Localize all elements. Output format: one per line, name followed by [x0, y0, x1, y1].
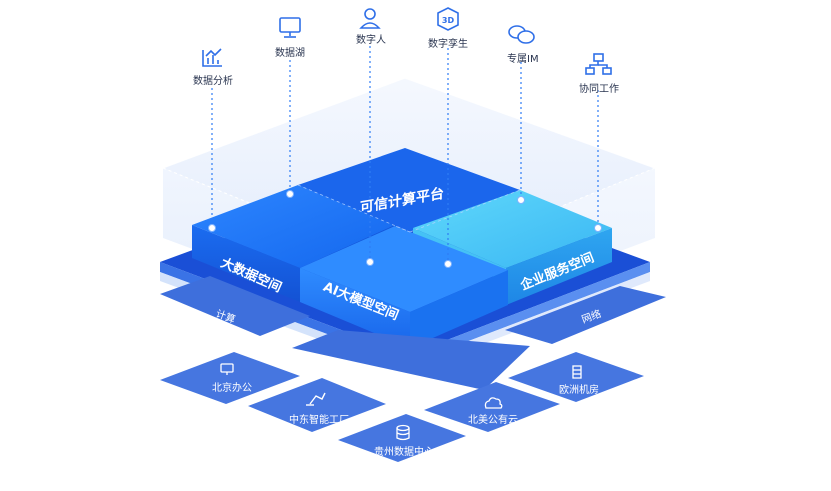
connector-dots — [208, 190, 602, 268]
network-layer — [505, 286, 666, 344]
svg-text:3D: 3D — [442, 16, 455, 25]
3d-cube-icon: 3D — [437, 7, 459, 31]
ai-model-block — [300, 226, 508, 348]
chat-bubbles-icon — [508, 25, 535, 44]
top-label-digital-human: 数字人 — [356, 35, 386, 46]
location-label-middle-east: 中东智能工厂 — [289, 415, 349, 426]
location-label-guizhou: 贵州数据中心 — [374, 447, 434, 458]
database-icon — [396, 424, 410, 441]
compute-layer — [160, 276, 310, 336]
location-label-beijing: 北京办公 — [212, 383, 252, 394]
connector-lines — [211, 46, 599, 264]
person-icon — [359, 8, 381, 29]
org-chart-icon — [585, 53, 612, 75]
top-label-data-analysis: 数据分析 — [193, 76, 233, 87]
cloud-icon — [484, 397, 503, 409]
bar-chart-icon — [202, 48, 222, 67]
top-label-collaboration: 协同工作 — [579, 84, 619, 95]
storage-label: 存储 — [398, 377, 418, 388]
storage-layer — [292, 330, 530, 390]
top-label-digital-twin: 数字孪生 — [428, 39, 468, 50]
top-label-dedicated-im: 专属IM — [507, 54, 539, 65]
location-tiles — [160, 352, 644, 462]
location-label-north-america: 北美公有云 — [468, 415, 518, 426]
monitor-icon — [279, 17, 301, 38]
grid-lines — [297, 184, 521, 233]
monitor-icon — [220, 363, 234, 375]
robot-arm-icon — [306, 392, 326, 406]
server-rack-icon — [572, 365, 582, 379]
location-label-europe: 欧洲机房 — [559, 385, 599, 396]
top-label-data-lake: 数据湖 — [275, 48, 305, 59]
